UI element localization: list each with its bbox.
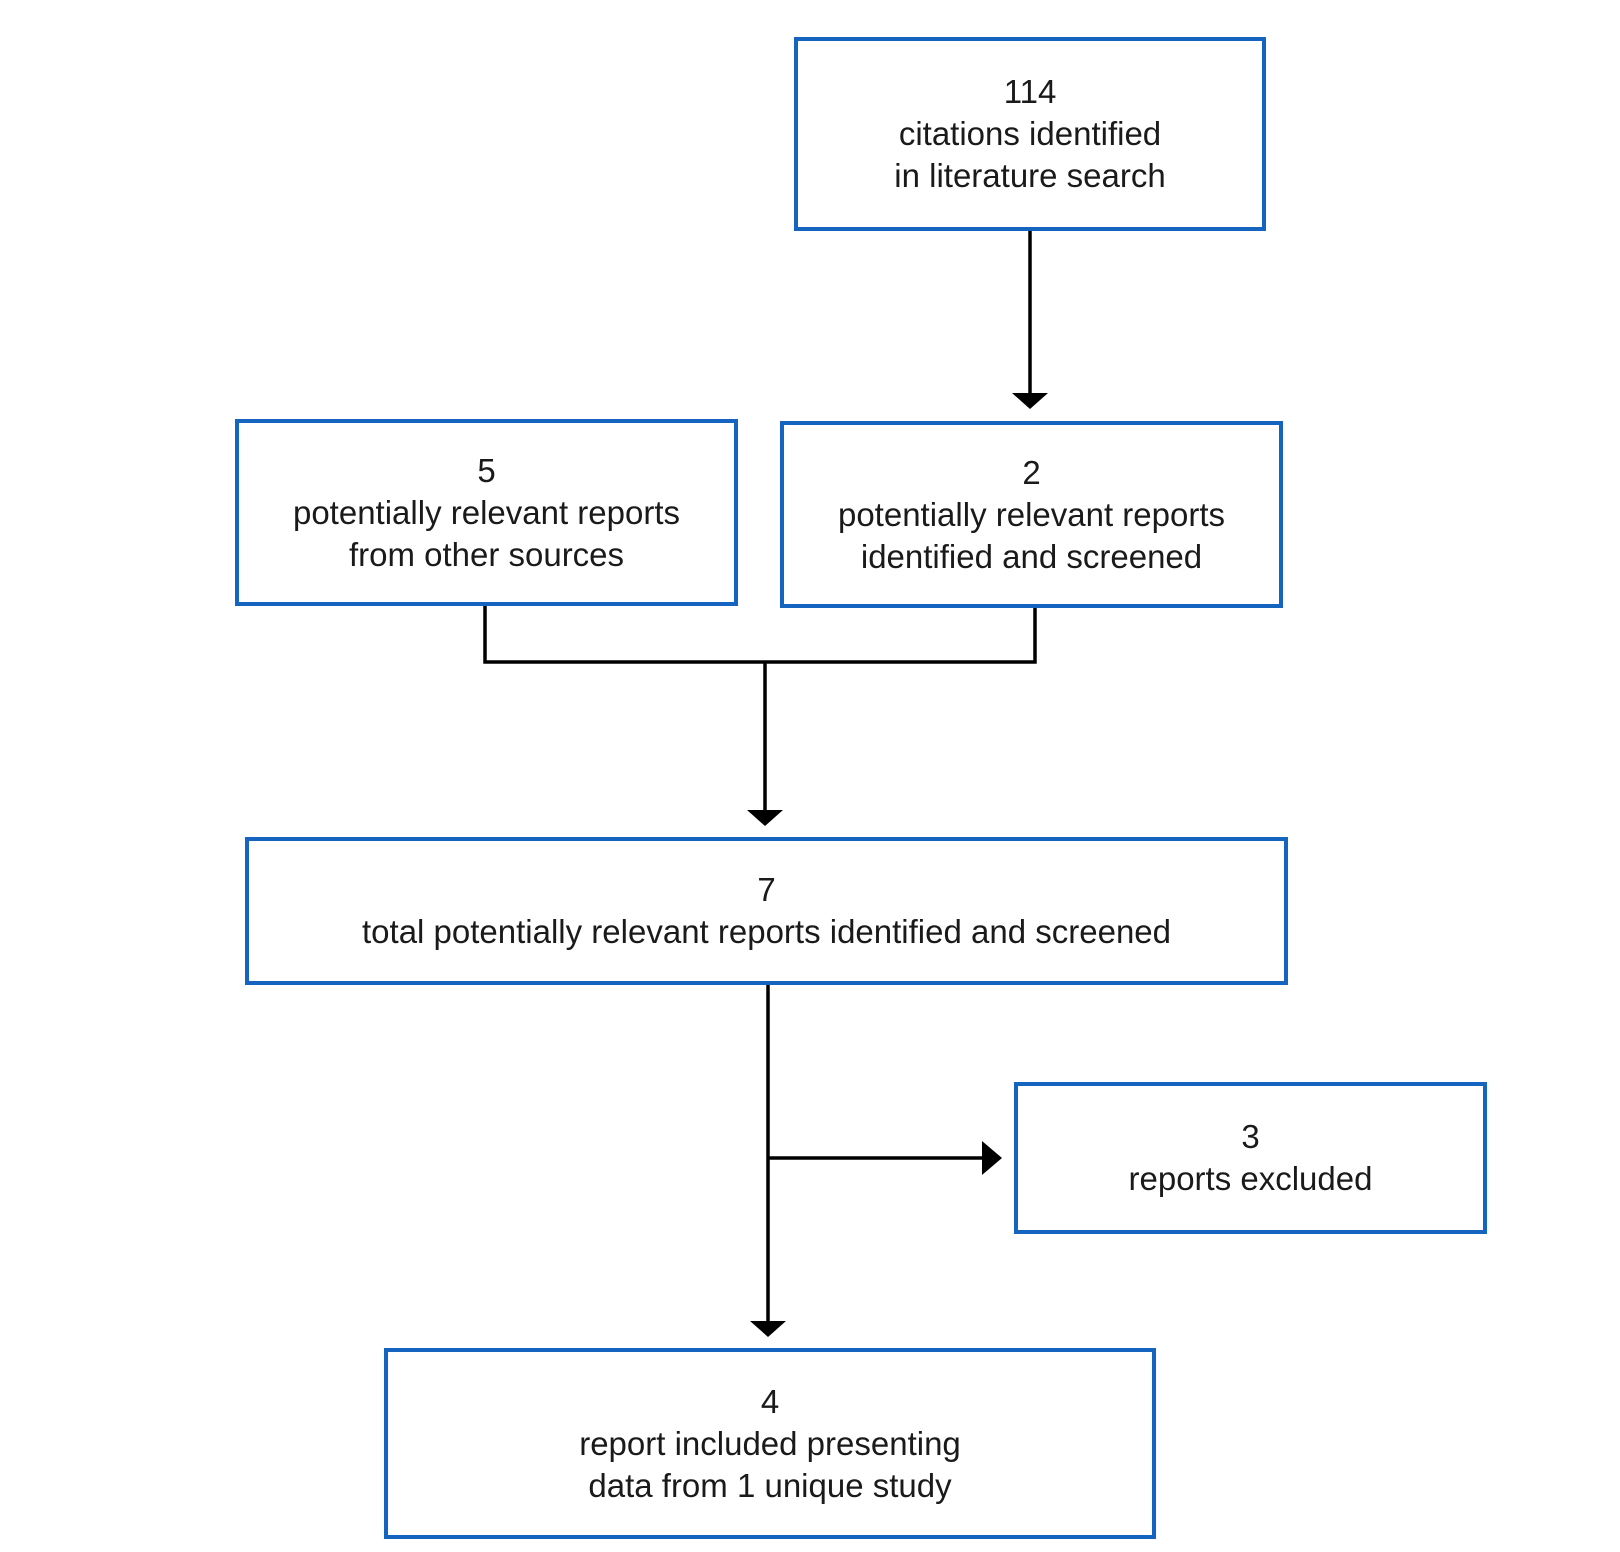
arrowhead-right-icon [982, 1141, 1002, 1175]
search-citations-box: 114 citations identified in literature s… [794, 37, 1266, 231]
other-sources-label-line2: from other sources [348, 535, 625, 573]
included-reports-box: 4 report included presenting data from 1… [384, 1348, 1156, 1539]
total-count: 7 [757, 871, 776, 908]
arrowhead-down-icon [747, 810, 783, 826]
included-count: 4 [760, 1382, 780, 1420]
screened-label-line2: identified and screened [860, 537, 1203, 575]
total-label: total potentially relevant reports ident… [362, 913, 1171, 950]
other-sources-box: 5 potentially relevant reports from othe… [235, 419, 738, 606]
included-label-line2: data from 1 unique study [588, 1466, 952, 1504]
other-sources-count: 5 [477, 451, 496, 489]
total-screened-box: 7 total potentially relevant reports ide… [245, 837, 1288, 985]
screened-label-line1: potentially relevant reports [837, 495, 1226, 533]
excluded-label: reports excluded [1128, 1160, 1373, 1197]
search-count: 114 [1003, 73, 1057, 110]
arrowhead-down-icon [1012, 393, 1048, 409]
search-label-line1: citations identified [898, 115, 1162, 152]
excluded-count: 3 [1241, 1118, 1260, 1155]
screened-reports-box: 2 potentially relevant reports identifie… [780, 421, 1283, 608]
connector-merge [483, 606, 1037, 664]
search-label-line2: in literature search [894, 157, 1166, 194]
arrowhead-down-icon [750, 1321, 786, 1337]
screened-count: 2 [1022, 453, 1041, 491]
excluded-reports-box: 3 reports excluded [1014, 1082, 1487, 1234]
other-sources-label-line1: potentially relevant reports [292, 493, 681, 531]
included-label-line1: report included presenting [579, 1424, 961, 1462]
